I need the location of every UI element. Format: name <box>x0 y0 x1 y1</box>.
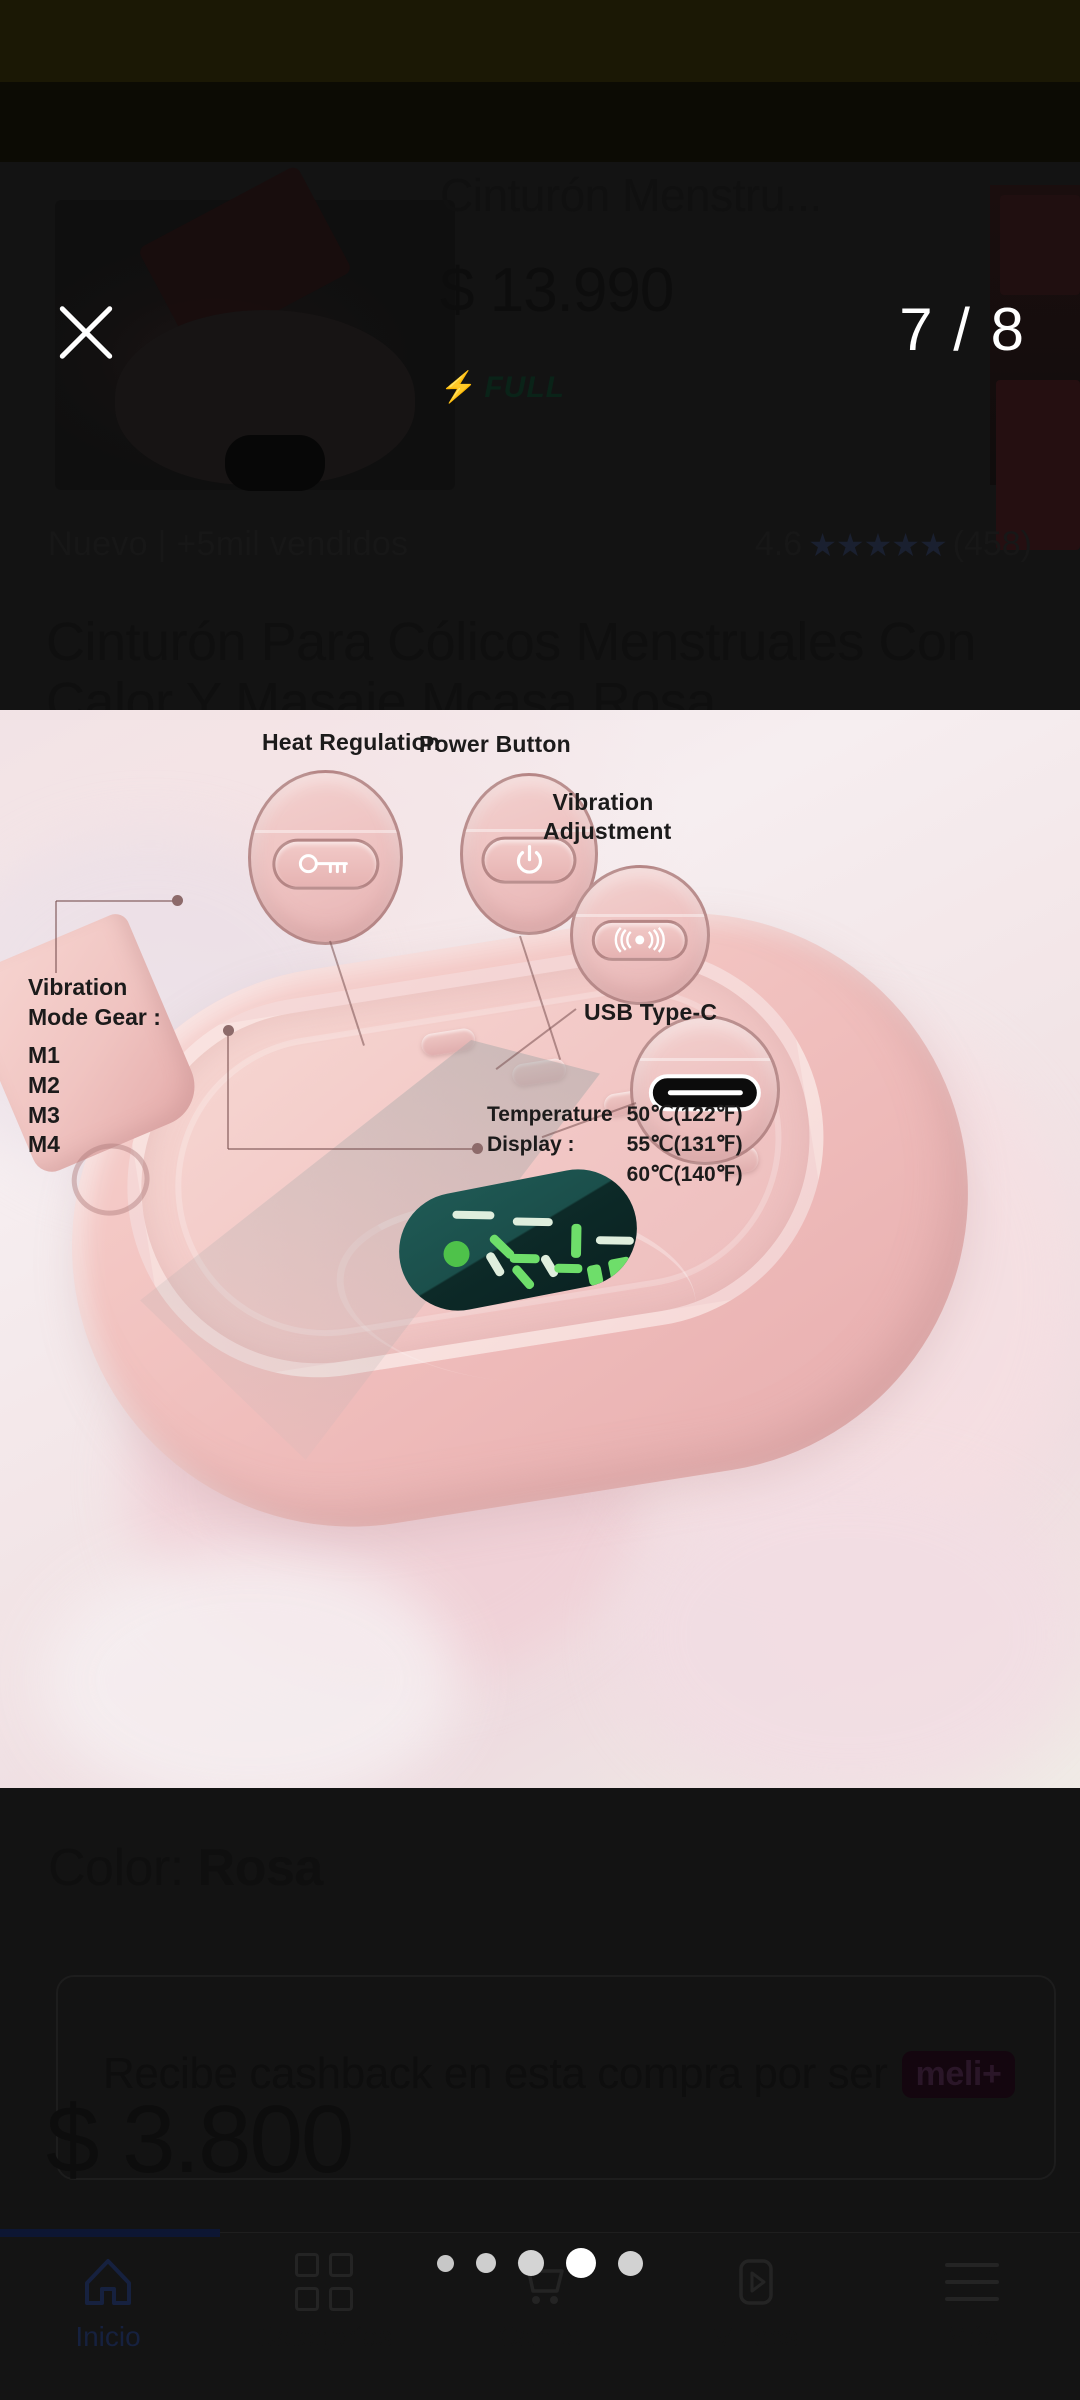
label-power-button: Power Button <box>419 731 571 757</box>
related-thumb-1[interactable] <box>1000 195 1080 295</box>
label-heat-regulation: Heat Regulation <box>262 729 441 755</box>
image-counter: 7 / 8 <box>899 296 1026 363</box>
leader-line-temp-h <box>228 1148 478 1150</box>
temp-value-2: 55℃(131℉) <box>626 1132 743 1156</box>
product-meta-row: Nuevo | +5mil vendidos 4.6 ★★★★★ (458) <box>0 525 1080 585</box>
power-icon <box>481 836 577 884</box>
product-summary-header: Cinturón Menstru... $ 13.990 ⚡FULL <box>0 90 1080 550</box>
status-bar <box>0 0 1080 82</box>
nav-label-carrito: Carrito <box>497 2321 582 2352</box>
shipping-full-badge: ⚡FULL <box>440 370 565 405</box>
grid-icon <box>295 2253 353 2311</box>
summary-price: $ 13.990 <box>440 256 674 325</box>
rating-block[interactable]: 4.6 ★★★★★ (458) <box>755 525 1032 564</box>
gear-m1: M1 <box>28 1041 60 1068</box>
temp-label-line1: Temperature <box>487 1103 613 1126</box>
product-thumbnail[interactable] <box>55 164 455 491</box>
close-icon[interactable] <box>52 298 120 366</box>
nav-active-accent <box>0 2229 220 2237</box>
nav-item-categorias[interactable]: Categorías <box>216 2253 432 2353</box>
summary-product-title: Cinturón Menstru... <box>440 169 822 221</box>
pagination-dot-5[interactable] <box>618 2250 643 2276</box>
product-price: $ 3.800 <box>46 2086 354 2193</box>
color-label: Color: <box>48 1839 184 1897</box>
rating-value: 4.6 <box>754 525 803 563</box>
usb-c-port-icon <box>648 1074 762 1112</box>
vibration-waves-icon <box>591 920 689 961</box>
pagination-dot-1[interactable] <box>437 2254 454 2272</box>
temp-label-line2: Display : <box>487 1132 575 1156</box>
nav-item-mas[interactable]: Más <box>864 2253 1080 2353</box>
related-thumb-2[interactable] <box>996 380 1080 550</box>
gear-m3: M3 <box>28 1101 60 1128</box>
callout-vibration-adjustment <box>570 865 710 1005</box>
pagination-dot-4-active[interactable] <box>566 2248 596 2278</box>
nav-label-inicio: Inicio <box>75 2321 141 2352</box>
shipping-label: FULL <box>484 371 565 404</box>
color-selector-label: Color: Rosa <box>48 1838 323 1898</box>
color-value: Rosa <box>197 1839 324 1897</box>
callout-heat-regulation <box>248 770 403 945</box>
video-icon <box>727 2253 785 2311</box>
leader-dot-temp-2 <box>472 1143 483 1154</box>
label-temperature-display: Temperature Display : 50℃(122℉) 55℃(131℉… <box>487 1100 743 1189</box>
home-icon <box>79 2253 137 2311</box>
app-top-strip <box>0 82 1080 162</box>
thumbnail-screen-shape <box>225 435 325 491</box>
bg-blob-4 <box>620 1470 1080 1788</box>
pagination-dots[interactable] <box>437 2248 643 2278</box>
rating-stars-icon: ★★★★★ <box>808 526 947 563</box>
bg-blob-5 <box>40 1550 460 1788</box>
leader-line-temp-v <box>227 1031 229 1149</box>
product-image-viewer[interactable]: M1 M2 M3 M4 <box>0 710 1080 1788</box>
related-thumbnails[interactable] <box>990 185 1080 550</box>
nav-item-carrito[interactable]: Carrito <box>432 2253 648 2353</box>
label-vibration-adjustment: Vibration Adjustment <box>543 789 672 844</box>
key-icon <box>271 838 380 890</box>
menu-icon <box>943 2253 1001 2311</box>
leader-dot-mode <box>172 895 183 906</box>
gear-m4: M4 <box>28 1131 60 1158</box>
temp-value-3: 60℃(140℉) <box>626 1162 743 1186</box>
nav-label-mas: Más <box>945 2321 999 2352</box>
nav-label-videos: Videos <box>713 2321 799 2352</box>
label-vibration-mode-gear: Vibration Mode Gear : M1 M2 M3 M4 <box>28 972 161 1160</box>
label-usb-type-c: USB Type-C <box>584 999 718 1025</box>
cashback-card[interactable]: Recibe cashback en esta compra por ser m… <box>56 1975 1056 2180</box>
leader-line-mode-v <box>55 901 57 973</box>
pagination-dot-2[interactable] <box>476 2253 496 2273</box>
nav-item-inicio[interactable]: Inicio <box>0 2253 216 2353</box>
nav-label-categorias: Categorías <box>255 2321 393 2352</box>
condition-and-sales: Nuevo | +5mil vendidos <box>48 525 409 563</box>
callout-usb-type-c <box>630 1015 780 1165</box>
nav-item-videos[interactable]: Videos <box>648 2253 864 2353</box>
cashback-row: Recibe cashback en esta compra por ser m… <box>103 2049 1016 2099</box>
cashback-text: Recibe cashback en esta compra por ser <box>103 2049 888 2098</box>
meli-plus-badge: meli+ <box>901 2050 1016 2098</box>
bolt-icon: ⚡ <box>440 371 479 404</box>
leader-dot-temp <box>223 1025 234 1036</box>
rating-count: (458) <box>952 525 1032 563</box>
pagination-dot-3[interactable] <box>518 2250 544 2276</box>
temp-value-1: 50℃(122℉) <box>626 1103 743 1126</box>
bottom-navigation: Inicio Categorías Carrito <box>0 2229 1080 2400</box>
gear-m2: M2 <box>28 1071 60 1098</box>
leader-line-mode <box>56 900 176 902</box>
